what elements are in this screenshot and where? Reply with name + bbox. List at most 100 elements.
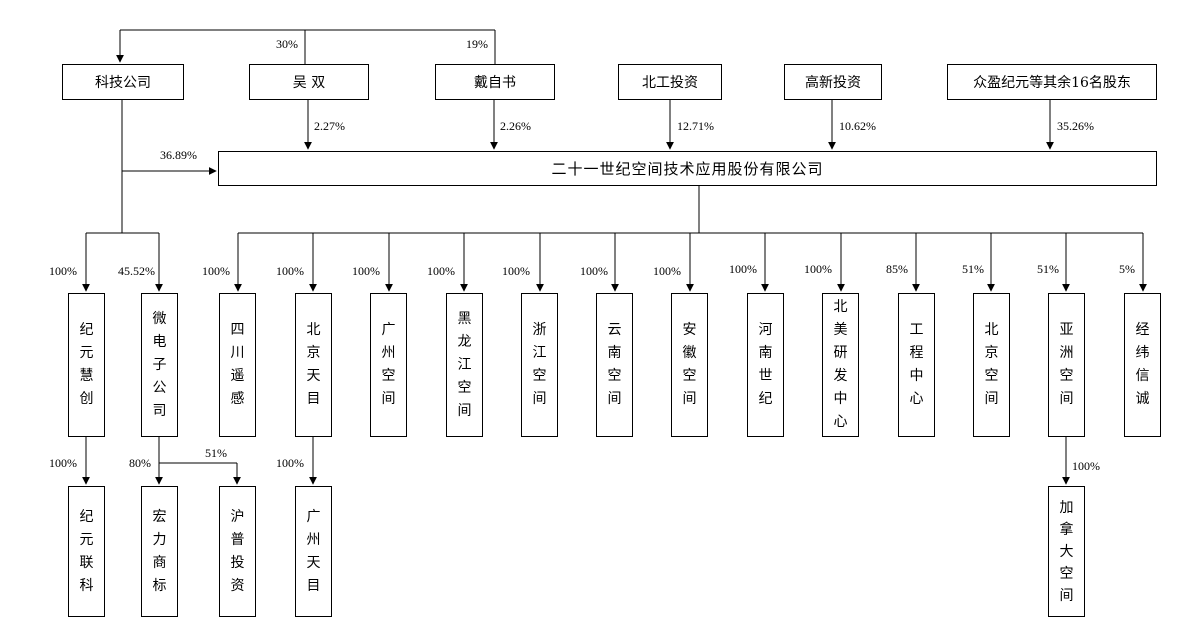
shareholder-gaoxin-investment: 高新投资 (784, 64, 882, 100)
name-char: 世 (758, 368, 773, 384)
name-char: 空 (1059, 368, 1074, 384)
sub-sichuan-yaogan: 四川遥感 (219, 293, 256, 437)
sub-beimei-yanfa: 北美研发中心 (822, 293, 859, 437)
name-char: 力 (152, 531, 167, 548)
name-char: 京 (306, 345, 321, 361)
name-char: 安 (682, 322, 697, 338)
name-char: 龙 (457, 333, 472, 350)
sub-guangzhou-kongjian: 广州空间 (370, 293, 407, 437)
name-char: 广 (306, 508, 321, 525)
name-char: 中 (833, 391, 848, 407)
name-char: 南 (607, 345, 622, 361)
name-char: 大 (1059, 543, 1074, 560)
name-char: 加 (1059, 499, 1074, 516)
name-char: 广 (381, 322, 396, 338)
name-char: 司 (152, 402, 167, 419)
name-char: 北 (984, 322, 999, 338)
name-char: 纪 (758, 391, 773, 407)
name-char: 资 (230, 577, 245, 594)
name-char: 创 (79, 391, 94, 407)
name-char: 空 (457, 379, 472, 396)
name-char: 公 (152, 379, 167, 396)
name-char: 拿 (1059, 521, 1074, 538)
name-char: 科 (79, 577, 94, 594)
sub-canada-kongjian: 加拿大空间 (1048, 486, 1085, 617)
pct-dai: 2.26% (500, 119, 531, 133)
name-char: 江 (457, 356, 472, 373)
name-char: 目 (306, 577, 321, 594)
pct-gongcheng: 85% (886, 262, 908, 276)
name-char: 云 (607, 322, 622, 338)
name-char: 空 (682, 368, 697, 384)
pct-weidianzi: 45.52% (118, 264, 155, 278)
name-char: 纪 (79, 508, 94, 525)
pct-gaoxin: 10.62% (839, 119, 876, 133)
pct-yazhou: 51% (1037, 262, 1059, 276)
pct-guangzhou-tianmu: 100% (276, 456, 304, 470)
name-char: 间 (984, 391, 999, 407)
name-char: 川 (230, 345, 245, 361)
name-char: 江 (532, 345, 547, 361)
pct-beijing-kongjian: 51% (962, 262, 984, 276)
pct-zhejiang: 100% (502, 264, 530, 278)
name-char: 间 (607, 391, 622, 407)
pct-yunnan: 100% (580, 264, 608, 278)
name-char: 空 (1059, 565, 1074, 582)
name-char: 普 (230, 531, 245, 548)
name-char: 间 (457, 402, 472, 419)
name-char: 心 (909, 391, 924, 407)
main-company: 二十一世纪空间技术应用股份有限公司 (218, 151, 1157, 186)
name-char: 天 (306, 368, 321, 384)
name-char: 目 (306, 391, 321, 407)
name-char: 元 (79, 531, 94, 548)
name-char: 沪 (230, 508, 245, 525)
name-char: 浙 (532, 322, 547, 338)
name-char: 中 (909, 368, 924, 384)
shareholder-tech-company: 科技公司 (62, 64, 184, 100)
shareholder-wu-shuang: 吴 双 (249, 64, 369, 100)
name-char: 诚 (1135, 391, 1150, 407)
pct-wu: 2.27% (314, 119, 345, 133)
name-char: 空 (607, 368, 622, 384)
name-char: 商 (152, 554, 167, 571)
sub-zhejiang-kongjian: 浙江空间 (521, 293, 558, 437)
name-char: 洲 (1059, 345, 1074, 361)
sub-yunnan-kongjian: 云南空间 (596, 293, 633, 437)
pct-sichuan: 100% (202, 264, 230, 278)
name-char: 信 (1135, 368, 1150, 384)
shareholder-dai-zishu: 戴自书 (435, 64, 555, 100)
pct-guangzhou: 100% (352, 264, 380, 278)
sub-hupu-touzi: 沪普投资 (219, 486, 256, 617)
pct-tech-to-wu: 30% (276, 37, 298, 51)
name-char: 北 (306, 322, 321, 338)
pct-hupu: 51% (205, 446, 227, 460)
sub-henan-shiji: 河南世纪 (747, 293, 784, 437)
name-char: 研 (833, 345, 848, 361)
name-char: 京 (984, 345, 999, 361)
sub-anhui-kongjian: 安徽空间 (671, 293, 708, 437)
name-char: 程 (909, 345, 924, 361)
name-char: 美 (833, 322, 848, 338)
sub-gongcheng-zhongxin: 工程中心 (898, 293, 935, 437)
sub-microelectronics: 微电子公司 (141, 293, 178, 437)
name-char: 电 (152, 333, 167, 350)
pct-jingwei: 5% (1119, 262, 1135, 276)
name-char: 空 (984, 368, 999, 384)
pct-jianada: 100% (1072, 459, 1100, 473)
name-char: 间 (682, 391, 697, 407)
name-char: 空 (381, 368, 396, 384)
pct-henan: 100% (729, 262, 757, 276)
pct-beigong: 12.71% (677, 119, 714, 133)
name-char: 州 (306, 531, 321, 548)
pct-beimei: 100% (804, 262, 832, 276)
sub-heilongjiang-kongjian: 黑龙江空间 (446, 293, 483, 437)
name-char: 宏 (152, 508, 167, 525)
sub-beijing-kongjian: 北京空间 (973, 293, 1010, 437)
sub-yazhou-kongjian: 亚洲空间 (1048, 293, 1085, 437)
name-char: 发 (833, 368, 848, 384)
shareholder-beigong-investment: 北工投资 (618, 64, 722, 100)
name-char: 徽 (682, 345, 697, 361)
sub-jiyuan-lianke: 纪元联科 (68, 486, 105, 617)
name-char: 标 (152, 577, 167, 594)
pct-anhui: 100% (653, 264, 681, 278)
